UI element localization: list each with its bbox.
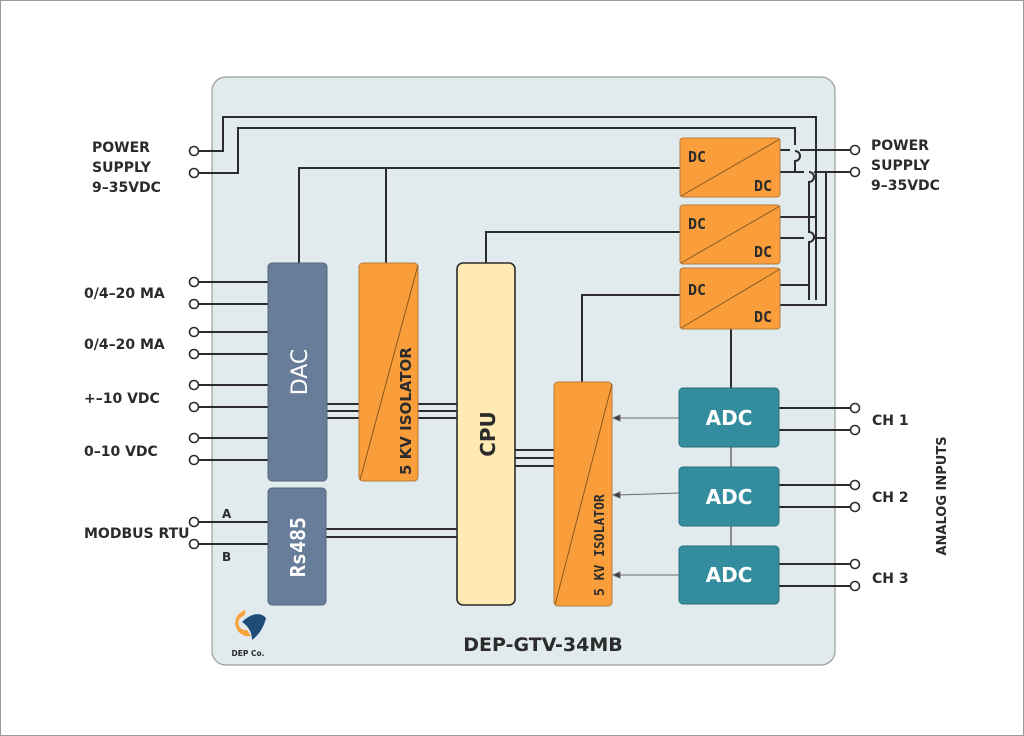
dc-in-label: DC <box>688 148 706 166</box>
wire-analog-outputs <box>199 281 268 461</box>
wire-power-left-top <box>199 116 817 152</box>
wire-adc3-ch3 <box>779 563 852 587</box>
wiring <box>199 116 857 587</box>
isolator-2-label: 5 KV ISOLATOR <box>593 494 608 596</box>
logo-text: DEP Co. <box>232 649 265 658</box>
dc-out-label: DC <box>754 308 772 326</box>
rs485-label: Rs485 <box>286 517 310 577</box>
dep-logo: DEP Co. <box>232 610 266 658</box>
terminal-icon <box>849 424 861 436</box>
wire-cpu-isolator2 <box>515 449 554 467</box>
modbus-pin-b: B <box>222 550 231 564</box>
terminals <box>188 144 861 592</box>
terminal-icon <box>188 276 200 288</box>
wire-dac-isolator1 <box>327 403 359 419</box>
terminal-icon <box>849 479 861 491</box>
power-label-line1: POWER <box>92 140 150 156</box>
terminal-icon <box>849 580 861 592</box>
terminal-icon <box>188 167 200 179</box>
wire-power-left-bottom <box>199 127 796 174</box>
output-label-3: +–10 VDC <box>84 391 160 407</box>
terminal-icon <box>188 538 200 550</box>
arrow-adc2 <box>617 492 680 496</box>
power-label-line2: SUPPLY <box>871 158 931 174</box>
terminal-icon <box>188 298 200 310</box>
dc-in-label: DC <box>688 281 706 299</box>
output-label-2: 0/4–20 MA <box>84 337 165 353</box>
wire-rs485-cpu <box>326 528 457 538</box>
terminal-icon <box>188 145 200 157</box>
logo-swirl-icon <box>235 610 251 637</box>
dc-converter-2: DC DC <box>679 204 781 265</box>
dc-in-label: DC <box>688 215 706 233</box>
wire-dc3-isolator2 <box>581 294 680 382</box>
adc-label: ADC <box>706 406 753 430</box>
terminal-icon <box>849 501 861 513</box>
channel-label-2: CH 2 <box>872 490 909 506</box>
power-label-line3: 9–35VDC <box>871 178 940 194</box>
wire-modbus <box>199 521 268 545</box>
terminal-icon <box>188 326 200 338</box>
terminal-icon <box>188 454 200 466</box>
arrowhead-icon <box>611 491 621 499</box>
channel-label-1: CH 1 <box>872 413 909 429</box>
left-power-label: POWER SUPPLY 9–35VDC <box>92 140 161 196</box>
adc-label: ADC <box>706 563 753 587</box>
modbus-label: MODBUS RTU <box>84 526 190 542</box>
power-label-line3: 9–35VDC <box>92 180 161 196</box>
power-label-line1: POWER <box>871 138 929 154</box>
terminal-icon <box>188 379 200 391</box>
dac-block: DAC <box>267 262 328 482</box>
output-label-4: 0–10 VDC <box>84 444 158 460</box>
isolator-1-block: 5 KV ISOLATOR <box>358 262 419 482</box>
wire-dc3-out-bottom <box>780 238 827 306</box>
wire-adc1-ch1 <box>779 407 852 431</box>
arrowhead-icon <box>611 414 621 422</box>
terminal-icon <box>188 432 200 444</box>
terminal-icon <box>849 166 861 178</box>
wire-bridge-1 <box>794 150 801 172</box>
wire-dc1-dac <box>298 167 680 263</box>
rs485-block: Rs485 <box>267 487 327 606</box>
adc-block-3: ADC <box>678 545 780 605</box>
cpu-block: CPU <box>456 262 516 606</box>
terminal-icon <box>849 402 861 414</box>
wire-dc2-cpu <box>485 231 680 263</box>
adc-label: ADC <box>706 485 753 509</box>
terminal-icon <box>188 401 200 413</box>
terminal-icon <box>188 348 200 360</box>
adc-arrows <box>611 414 680 579</box>
modbus-pin-a: A <box>222 507 232 521</box>
terminal-icon <box>849 144 861 156</box>
wire-bus-right-b <box>808 171 815 300</box>
output-label-1: 0/4–20 MA <box>84 286 165 302</box>
wire-isolator1-cpu <box>418 403 457 419</box>
adc-block-2: ADC <box>678 466 780 527</box>
module-title: DEP-GTV-34MB <box>463 634 623 656</box>
terminal-icon <box>849 558 861 570</box>
channel-label-3: CH 3 <box>872 571 909 587</box>
isolator-2-block: 5 KV ISOLATOR <box>553 381 613 607</box>
isolator-1-label: 5 KV ISOLATOR <box>397 347 415 475</box>
logo-bird-icon <box>242 614 266 640</box>
adc-block-1: ADC <box>678 387 780 448</box>
arrowhead-icon <box>611 571 621 579</box>
cpu-label: CPU <box>476 411 500 457</box>
dac-label: DAC <box>288 349 313 396</box>
dc-out-label: DC <box>754 243 772 261</box>
dc-out-label: DC <box>754 177 772 195</box>
analog-inputs-label: ANALOG INPUTS <box>935 436 950 555</box>
wire-adc2-ch2 <box>779 484 852 508</box>
dc-converter-3: DC DC <box>679 267 781 330</box>
right-power-label: POWER SUPPLY 9–35VDC <box>871 138 940 194</box>
dc-converter-1: DC DC <box>679 137 781 198</box>
terminal-icon <box>188 516 200 528</box>
power-label-line2: SUPPLY <box>92 160 152 176</box>
